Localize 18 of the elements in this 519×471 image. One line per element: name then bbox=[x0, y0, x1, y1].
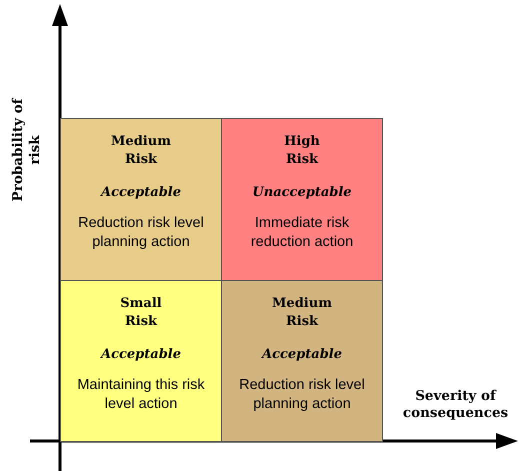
y-axis-title: Probability of risk bbox=[10, 96, 44, 204]
acceptability-label: Acceptable bbox=[262, 347, 342, 362]
acceptability-label: Unacceptable bbox=[252, 185, 352, 200]
action-text: Reduction risk level planning action bbox=[238, 376, 366, 414]
risk-level-heading: High Risk bbox=[283, 133, 321, 169]
action-text: Maintaining this risk level action bbox=[76, 376, 206, 414]
risk-quadrant bbox=[221, 280, 383, 442]
x-axis-title: Severity of consequences bbox=[402, 388, 510, 422]
action-text: Immediate risk reduction action bbox=[250, 214, 354, 252]
risk-quadrant bbox=[221, 118, 383, 281]
risk-quadrant bbox=[60, 280, 222, 442]
risk-quadrant bbox=[60, 118, 222, 281]
action-text: Reduction risk level planning action bbox=[77, 214, 205, 252]
acceptability-label: Acceptable bbox=[100, 185, 181, 200]
risk-level-heading: Medium Risk bbox=[110, 133, 172, 169]
acceptability-label: Acceptable bbox=[100, 347, 181, 362]
risk-level-heading: Medium Risk bbox=[271, 295, 333, 331]
risk-level-heading: Small Risk bbox=[119, 295, 163, 331]
